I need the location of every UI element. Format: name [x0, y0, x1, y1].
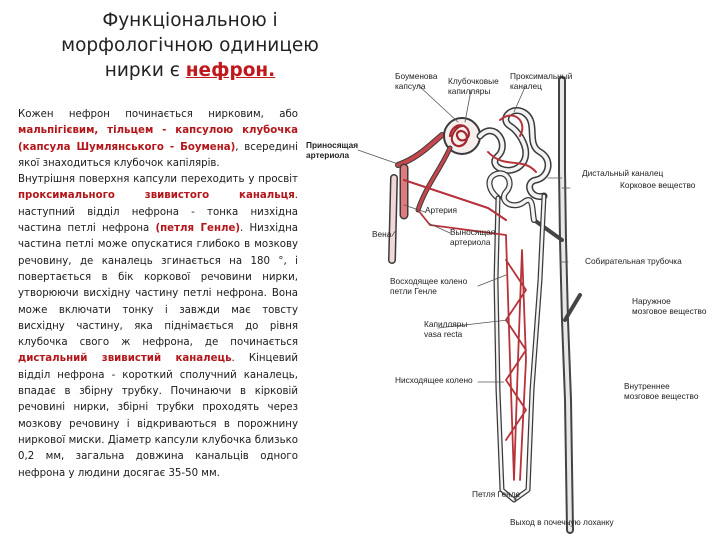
loop-ascending-limb	[493, 195, 517, 503]
label-artery: Артерия	[425, 205, 458, 215]
slide-title: Функціональною і морфологічною одиницею …	[40, 8, 340, 83]
body-p1-highlight: мальпігієвим, тільцем - капсулою клубочк…	[18, 125, 298, 153]
nephron-diagram: Боуменова капсула Клубочковые капилляры …	[300, 60, 720, 540]
body-p2-c: . Низхідна частина петлі може опускатися…	[18, 223, 298, 349]
label-proximal-tubule: Проксимальный каналец	[510, 71, 573, 91]
body-p2-d: . Кінцевий відділ нефрона - короткий спо…	[18, 353, 299, 479]
glomerular-capillaries	[448, 124, 470, 148]
nephron-illustration	[357, 76, 582, 534]
label-descending-limb: Нисходящее колено	[395, 375, 473, 385]
label-collecting-duct: Собирательная трубочка	[585, 256, 682, 266]
label-inner-medulla: Внутреннее мозговое вещество	[624, 381, 699, 401]
leader-lines	[357, 84, 571, 526]
label-vein: Вена	[372, 229, 392, 239]
label-distal-tubule: Дистальный каналец	[582, 168, 664, 178]
label-outer-medulla: Наружное мозговое вещество	[632, 296, 707, 316]
label-loop-of-henle: Петля Генле	[472, 489, 521, 499]
label-vasa-recta: Капилляры vasa recta	[424, 319, 468, 339]
body-p2-b: . наступний відділ нефрона - тонка низхі…	[18, 190, 298, 235]
body-p1-b: , всередині якої знаходиться клубочок ка…	[18, 141, 299, 169]
title-line-1: Функціональною і	[102, 10, 278, 31]
body-p1-a: Кожен нефрон починається нирковим, або	[18, 109, 298, 120]
body-text: Кожен нефрон починається нирковим, або м…	[18, 107, 298, 482]
label-efferent-arteriole: Выносящая артериола	[450, 227, 496, 247]
title-line-2: морфологічною одиницею	[61, 35, 319, 56]
vasa-recta	[417, 209, 527, 481]
title-highlight-nephron: нефрон.	[185, 60, 276, 81]
label-afferent-arteriole: Приносящая артериола	[306, 140, 359, 160]
connecting-branch	[532, 218, 582, 322]
label-ascending-limb: Восходящее колено петли Генле	[390, 276, 468, 296]
label-glomerular-capillaries: Клубочковые капилляры	[448, 76, 499, 96]
body-p2-highlight-1: проксимального звивистого канальця	[18, 190, 295, 202]
title-line-3: нирки є нефрон.	[40, 58, 340, 83]
title-line-3-prefix: нирки є	[104, 60, 186, 81]
peritubular-capillaries	[487, 114, 537, 173]
body-p2-highlight-3: дистальний звивистий каналець	[18, 353, 232, 365]
label-cortex: Корковое вещество	[620, 180, 696, 190]
label-bowman-capsule: Боуменова капсула	[395, 71, 438, 91]
body-p2-highlight-2: (петля Генле)	[155, 223, 241, 235]
body-p2-a: Внутрішня поверхня капсули переходить у …	[18, 174, 298, 186]
label-renal-pelvis-outlet: Выход в почечную лоханку	[510, 517, 614, 527]
